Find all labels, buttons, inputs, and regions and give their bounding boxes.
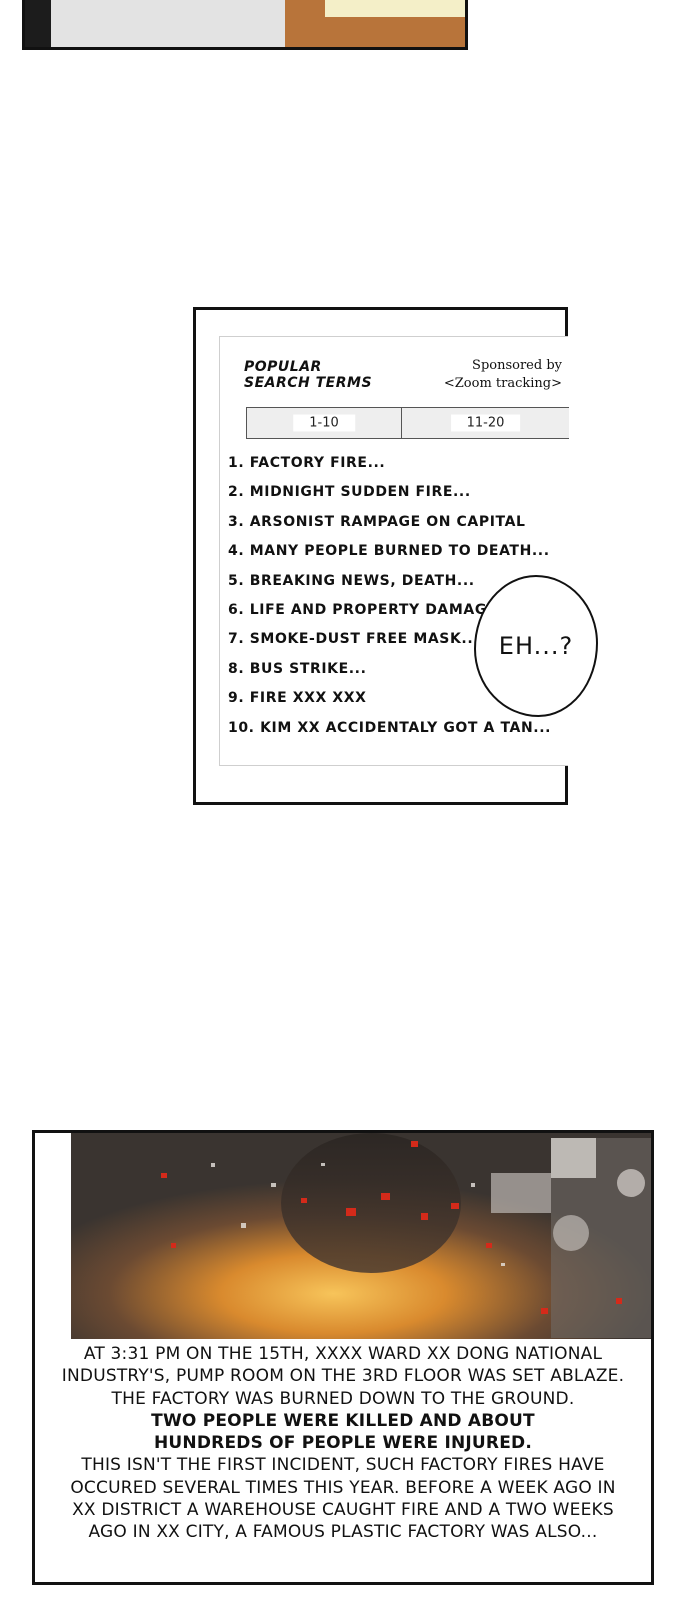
search-widget: POPULAR SEARCH TERMS Sponsored by <Zoom …	[219, 336, 569, 766]
news-panel: AT 3:31 PM ON THE 15TH, XXXX WARD XX DON…	[32, 1130, 654, 1585]
phone-panel: POPULAR SEARCH TERMS Sponsored by <Zoom …	[193, 307, 569, 805]
tab-1-10[interactable]: 1-10	[247, 408, 402, 438]
speech-text: EH...?	[498, 632, 574, 660]
rank-tabs: 1-10 11-20	[246, 407, 569, 439]
list-item[interactable]: 1. FACTORY FIRE...	[228, 455, 386, 471]
list-item[interactable]: 3. ARSONIST RAMPAGE ON CAPITAL	[228, 513, 526, 530]
panel-paper-area	[325, 0, 465, 17]
list-item[interactable]: 7. SMOKE-DUST FREE MASK...	[228, 631, 480, 648]
news-caption: AT 3:31 PM ON THE 15TH, XXXX WARD XX DON…	[61, 1344, 625, 1543]
speech-bubble: EH...?	[474, 575, 598, 717]
tab-11-20[interactable]: 11-20	[402, 408, 569, 438]
list-item[interactable]: 9. FIRE XXX XXX	[228, 690, 367, 707]
list-item[interactable]: 4. MANY PEOPLE BURNED TO DEATH...	[228, 543, 550, 560]
search-terms-list: 1. FACTORY FIRE... 2. MIDNIGHT SUDDEN FI…	[228, 455, 551, 749]
widget-title: POPULAR SEARCH TERMS	[244, 359, 373, 391]
list-item[interactable]: 10. KIM XX ACCIDENTALY GOT A TAN...	[228, 719, 552, 736]
list-item[interactable]: 6. LIFE AND PROPERTY DAMAGE	[228, 601, 498, 618]
panel-shirt-area	[51, 0, 321, 47]
panel-shadow	[25, 0, 51, 47]
factory-fire-illustration	[71, 1133, 651, 1339]
list-item[interactable]: 8. BUS STRIKE...	[228, 660, 367, 677]
sponsor-text: Sponsored by <Zoom tracking>	[443, 358, 562, 391]
top-comic-panel	[22, 0, 468, 50]
list-item[interactable]: 5. BREAKING NEWS, DEATH...	[228, 572, 475, 589]
list-item[interactable]: 2. MIDNIGHT SUDDEN FIRE...	[228, 484, 471, 501]
